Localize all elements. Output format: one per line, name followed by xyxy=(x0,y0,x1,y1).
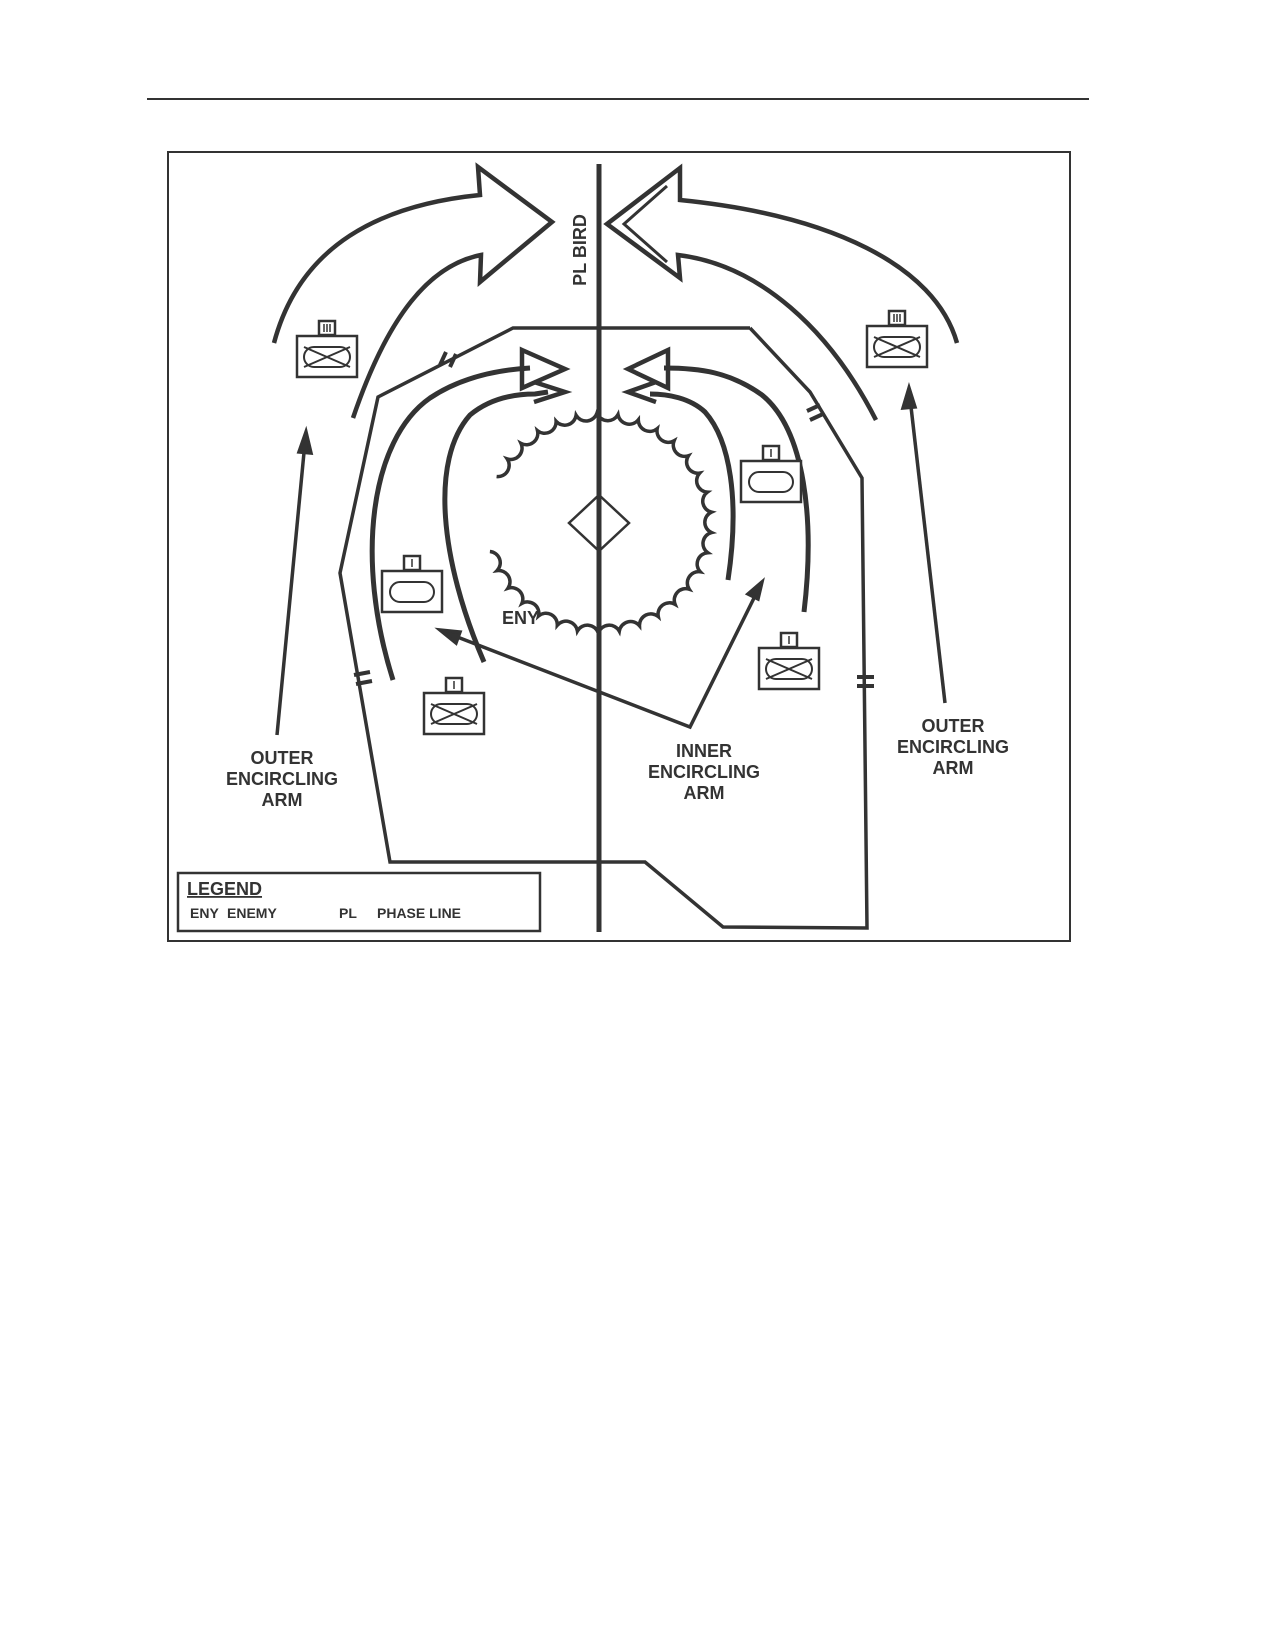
inner-arm-left-arrowhead xyxy=(519,346,571,392)
svg-text:ENCIRCLING: ENCIRCLING xyxy=(226,769,338,789)
unit-outer-left xyxy=(295,319,359,379)
unit-outer-right xyxy=(865,309,929,369)
legend-pl-text: PHASE LINE xyxy=(377,905,461,921)
inner-arm-right-inner-tip xyxy=(621,379,657,405)
legend-eny-abbr: ENY xyxy=(190,905,219,921)
inner-arm-label: INNER ENCIRCLING ARM xyxy=(648,741,760,803)
enemy-label: ENY xyxy=(502,608,539,628)
svg-text:ENCIRCLING: ENCIRCLING xyxy=(648,762,760,782)
outer-arm-arrow-right-inner-line xyxy=(621,184,668,264)
inner-arm-right-inner-curve xyxy=(649,391,736,581)
legend-box xyxy=(176,871,542,933)
boundary-break-marks xyxy=(353,351,874,688)
outer-right-pointer-head xyxy=(900,382,918,410)
svg-text:OUTER: OUTER xyxy=(922,716,985,736)
outer-right-pointer-line xyxy=(908,397,947,704)
unit-inner-left-armor xyxy=(380,554,444,614)
outer-left-pointer-line xyxy=(275,441,307,736)
inner-arm-left-inner-tip xyxy=(533,379,573,405)
outer-arm-arrow-right xyxy=(603,163,960,422)
svg-text:ARM: ARM xyxy=(262,790,303,810)
pointer-arrows xyxy=(275,382,947,736)
svg-text:ENCIRCLING: ENCIRCLING xyxy=(897,737,1009,757)
svg-text:ARM: ARM xyxy=(933,758,974,778)
unit-inner-right-armor xyxy=(739,444,803,504)
figure-frame xyxy=(167,151,1071,942)
svg-text:ARM: ARM xyxy=(684,783,725,803)
inner-arm-right-outer-curve xyxy=(663,365,811,613)
enemy-position-boundary xyxy=(489,407,718,639)
outer-arm-arrow-left xyxy=(271,162,556,419)
svg-text:INNER: INNER xyxy=(676,741,732,761)
legend-eny-text: ENEMY xyxy=(227,905,277,921)
inner-pointer-head-left xyxy=(434,627,463,646)
inner-pointer-head-right xyxy=(744,577,765,602)
inner-arm-right-arrowhead xyxy=(622,346,671,392)
legend-pl-abbr: PL xyxy=(339,905,357,921)
outer-left-pointer-head xyxy=(296,425,314,455)
inner-arm-left-inner-curve xyxy=(442,389,549,663)
unit-inner-right-mech xyxy=(757,631,821,691)
outer-arm-left-label: OUTER ENCIRCLING ARM xyxy=(226,748,338,810)
svg-text:OUTER: OUTER xyxy=(251,748,314,768)
inner-pointer-lines xyxy=(446,589,760,730)
legend-title: LEGEND xyxy=(187,879,262,899)
legend: LEGEND ENY ENEMY PL PHASE LINE xyxy=(176,871,542,933)
outer-arm-right-label: OUTER ENCIRCLING ARM xyxy=(897,716,1009,778)
unit-inner-left-mech xyxy=(422,676,486,736)
left-boundary-line xyxy=(338,326,869,930)
phase-line-label: PL BIRD xyxy=(570,214,590,286)
inner-arm-left-outer-curve xyxy=(369,365,531,681)
